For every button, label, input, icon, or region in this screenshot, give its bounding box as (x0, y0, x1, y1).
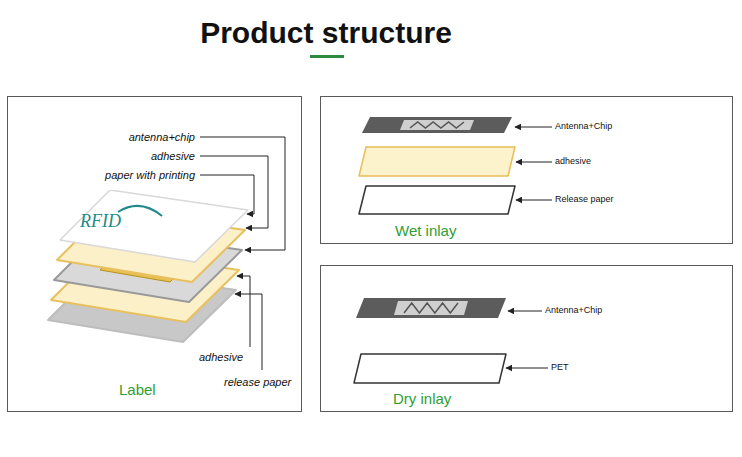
antenna-trace (404, 303, 458, 313)
part-label: release paper (224, 376, 291, 388)
printed-paper: RFID (58, 190, 250, 264)
leader-line (508, 311, 542, 312)
panel-caption: Label (119, 382, 156, 399)
paper-outline (60, 190, 248, 262)
page-title: Product structure (200, 16, 452, 50)
part-label: adhesive (151, 150, 195, 162)
antenna-strip (400, 120, 474, 130)
part-label: paper with printing (105, 169, 195, 181)
part-label: Antenna+Chip (555, 122, 612, 132)
antenna-strip (362, 117, 512, 133)
label-panel: Label RFID (7, 96, 302, 412)
part-label: PET (551, 363, 569, 373)
leader-line (237, 276, 250, 347)
antenna-strip (356, 298, 506, 318)
pet-layer (354, 354, 506, 383)
panel-caption: Dry inlay (393, 391, 451, 408)
leader-line (516, 162, 552, 163)
antenna-strip (394, 301, 468, 315)
release-paper-layer (359, 186, 515, 214)
leader-lines (200, 127, 552, 370)
inlay-layers (354, 117, 515, 383)
wet-inlay-panel: Wet inlay (320, 96, 733, 244)
part-label: Antenna+Chip (545, 306, 602, 316)
part-label: adhesive (555, 157, 591, 167)
dry-inlay-panel: Dry inlay (320, 265, 733, 412)
logo-text: RFID (80, 212, 121, 232)
panel-caption: Wet inlay (395, 223, 456, 240)
title-underline (310, 55, 344, 58)
adhesive-layer (359, 147, 515, 176)
antenna-trace (410, 122, 464, 128)
leader-line (506, 368, 548, 369)
logo-swoosh (118, 206, 162, 216)
part-label: Release paper (555, 195, 614, 205)
leader-line (516, 200, 552, 201)
part-label: adhesive (199, 351, 243, 363)
leader-line (515, 127, 552, 128)
part-label: antenna+chip (129, 131, 195, 143)
